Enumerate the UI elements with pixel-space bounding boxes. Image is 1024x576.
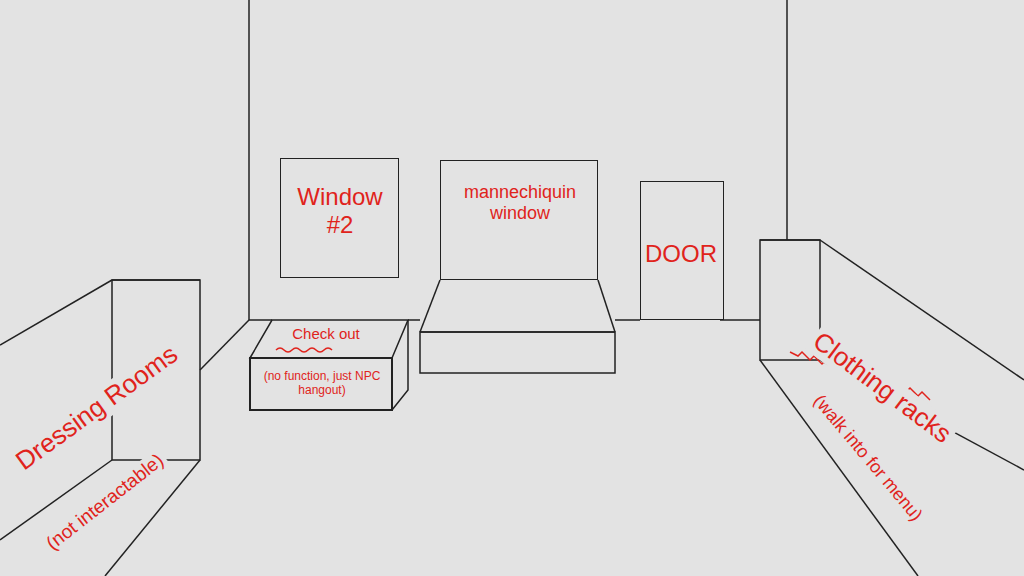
floor-line bbox=[615, 319, 640, 321]
window-label: mannechiquin window bbox=[445, 182, 595, 223]
counter-top bbox=[250, 320, 408, 358]
counter-front bbox=[250, 358, 392, 410]
dressing-rooms: Dressing Rooms(not interactable) bbox=[0, 280, 200, 576]
floor-line bbox=[720, 319, 760, 321]
dressing-room-edge bbox=[0, 280, 112, 345]
checkout-counter: Check out (no function, just NPC hangout) bbox=[250, 320, 408, 410]
rack-edge bbox=[760, 239, 820, 241]
window-box: Window #2 bbox=[280, 158, 399, 278]
back-wall-edge bbox=[248, 0, 250, 320]
underline-squiggle bbox=[276, 348, 332, 352]
floor-line bbox=[408, 319, 420, 321]
floor-line bbox=[249, 319, 272, 321]
area-label: Clothing racks bbox=[805, 325, 959, 452]
floor-line bbox=[200, 320, 249, 370]
mannequin-window-box: mannechiquin window bbox=[440, 160, 598, 280]
platform-edge bbox=[420, 280, 440, 332]
door-box: DOOR bbox=[640, 181, 724, 320]
door-label: DOOR bbox=[643, 240, 719, 268]
counter-label: Check out bbox=[256, 325, 396, 342]
area-note: (not interactable) bbox=[40, 448, 171, 557]
platform-front bbox=[420, 332, 615, 373]
platform-edge bbox=[598, 280, 615, 332]
window-label: Window #2 bbox=[292, 183, 388, 238]
counter-side bbox=[392, 320, 408, 410]
clothing-racks: Clothing racks(walk into for menu) bbox=[760, 240, 1024, 576]
back-wall-edge bbox=[786, 0, 788, 240]
counter-note: (no function, just NPC hangout) bbox=[254, 370, 390, 398]
